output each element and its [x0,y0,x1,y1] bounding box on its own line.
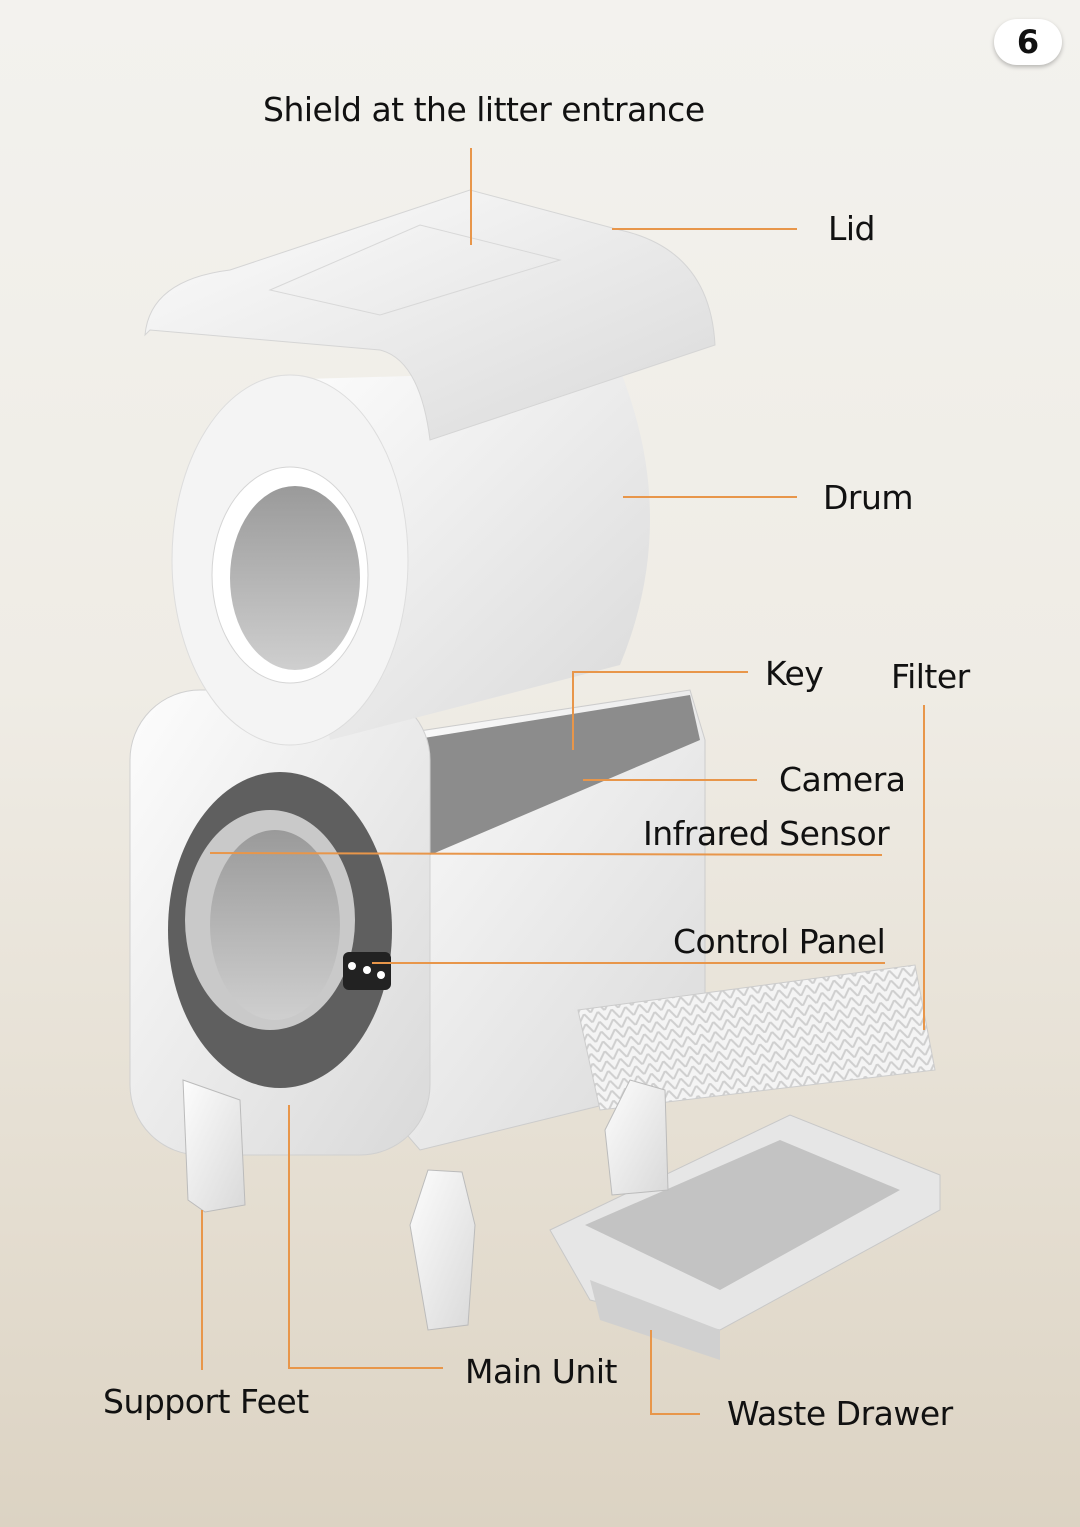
support-feet [182,1079,669,1331]
drum [171,370,650,746]
filter [577,964,936,1111]
label-filter: Filter [891,657,970,696]
lid [144,189,716,441]
label-main-unit: Main Unit [465,1352,617,1391]
label-key: Key [765,654,824,693]
leader-waste-drawer [650,1330,700,1415]
label-support-feet: Support Feet [103,1382,309,1421]
leader-infrared [209,852,883,856]
leader-main-unit [288,1105,443,1369]
label-control-panel: Control Panel [673,922,886,961]
main-unit [129,689,706,1156]
label-waste-drawer: Waste Drawer [727,1394,953,1433]
label-shield: Shield at the litter entrance [263,90,705,129]
label-drum: Drum [823,478,914,517]
waste-drawer [549,1114,941,1360]
label-camera: Camera [779,760,906,799]
leader-lines [201,148,925,1415]
label-lid: Lid [828,209,876,248]
leader-key [572,671,748,750]
page-number: 6 [994,19,1062,65]
label-infrared-sensor: Infrared Sensor [643,814,890,853]
